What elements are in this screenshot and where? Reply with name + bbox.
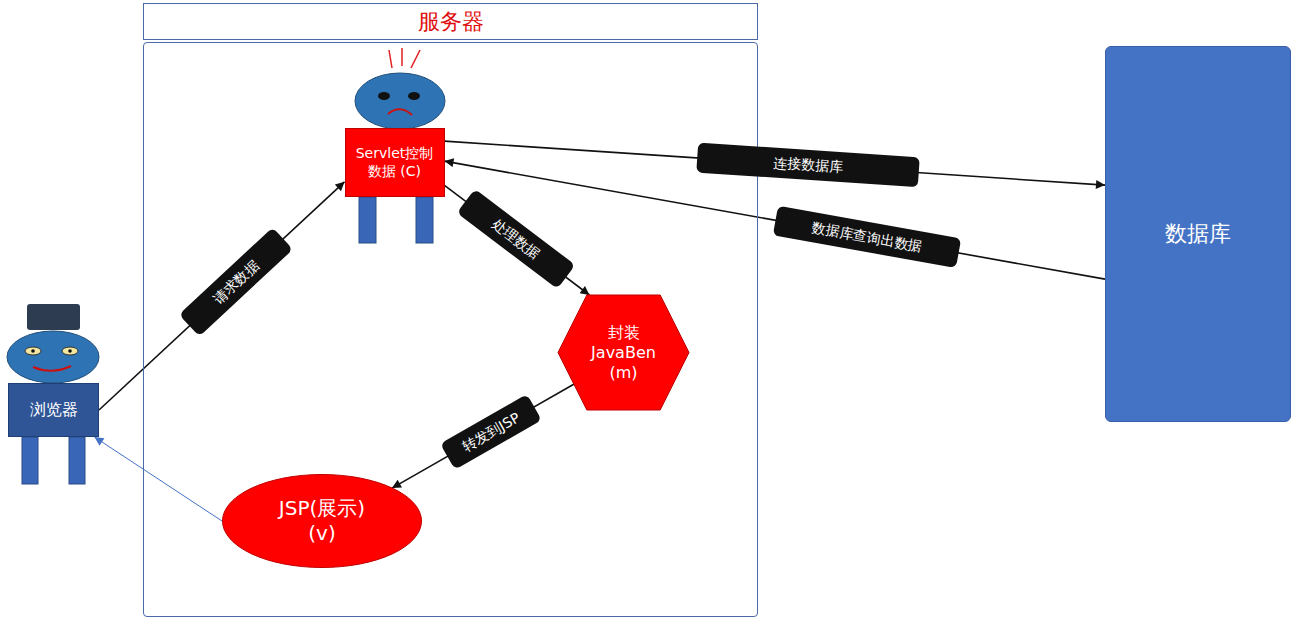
browser-figure xyxy=(7,304,99,484)
request-arrow xyxy=(99,182,345,410)
node-label: 浏览器 xyxy=(30,400,78,420)
process-arrow xyxy=(445,185,590,295)
jsp-view-ellipse: JSP(展示) (v) xyxy=(222,474,422,568)
region-heading: 服务器 xyxy=(143,3,758,40)
javabean-hexagon: 封装 JavaBen (m) xyxy=(558,295,689,410)
edge-label: 转发到JSP xyxy=(440,394,542,470)
node-label: 封装 JavaBen (m) xyxy=(588,323,660,383)
server-region: Servlet控制数据 (C) 封装 JavaBen (m) JSP(展示) (v)… xyxy=(143,42,758,617)
edge-label: 处理数据 xyxy=(456,189,575,289)
edge-label: 连接数据库 xyxy=(696,143,920,188)
edge-label: 数据库查询出数据 xyxy=(773,205,961,267)
forward-arrow xyxy=(392,384,575,489)
node-label: JSP(展示) (v) xyxy=(267,496,377,546)
node-label: 数据库 xyxy=(1165,220,1231,248)
node-label: Servlet控制数据 (C) xyxy=(353,145,437,180)
response-arrow xyxy=(94,437,222,521)
browser-box: 浏览器 xyxy=(8,383,99,437)
database-box: 数据库 xyxy=(1105,46,1291,422)
servlet-controller-box: Servlet控制数据 (C) xyxy=(345,128,445,197)
edge-label: 请求数据 xyxy=(179,228,293,337)
